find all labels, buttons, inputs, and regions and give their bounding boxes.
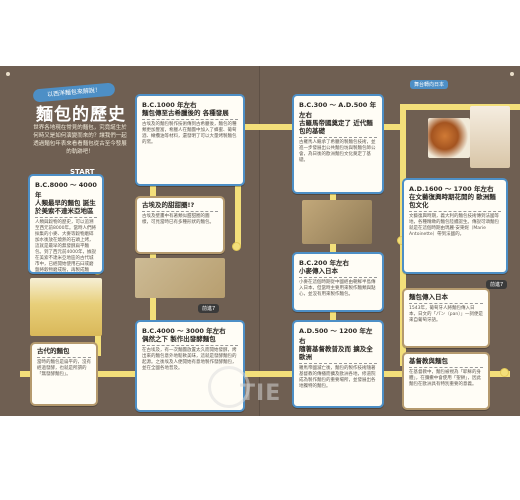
page-gutter [259, 66, 260, 416]
card-title: 小麥傳入日本 [299, 267, 377, 278]
card-body: 古羅馬人繼承了希臘的製麵包技術，並進一步發展出公共麵包坊與製麵包師公會，為日後的… [299, 140, 376, 163]
card-body: 古埃及的麵包製作技術傳到古希臘後，麵包的種類更加豐富，希臘人在麵團中加入了蜂蜜、… [142, 122, 237, 145]
card-egypt-donut: 古埃及的甜甜圈!? 古埃及壁畫中有著類似甜甜圈的圖樣，可見當時已有多種形狀的麵包… [135, 196, 225, 254]
corner-dot [510, 72, 514, 76]
page-title: 麵包的歷史 [36, 105, 126, 125]
timeline-path [330, 126, 336, 376]
card-title: 在文藝復興時期花開的 歐洲麵包文化 [409, 193, 501, 212]
card-bc1000: B.C.1000 年左右 麵包傳至古希臘後的 各種發展 古埃及的麵包製作技術傳到… [135, 94, 245, 186]
card-date: B.C.8000 ～ 4000 年 [35, 181, 97, 199]
start-label: START [70, 168, 95, 176]
wheat-illustration [30, 278, 102, 336]
card-date: B.C.1000 年左右 [142, 101, 197, 109]
watermark-logo [208, 366, 250, 408]
timeline-path [150, 124, 400, 130]
roman-oven-illustration [302, 200, 372, 244]
timeline-dot [232, 242, 241, 251]
timeline-path [260, 371, 510, 377]
card-title: 偶然之下 製作出發酵麵包 [142, 335, 238, 346]
corner-dot [6, 72, 10, 76]
timeline-path [400, 104, 520, 110]
card-bc300: B.C.300 ～ A.D.500 年左右 古羅馬帝國奠定了 近代麵包的基礎 古… [292, 94, 384, 194]
card-ad1600: A.D.1600 ～ 1700 年左右 在文藝復興時期花開的 歐洲麵包文化 文藝… [402, 178, 508, 274]
card-title: 古羅馬帝國奠定了 近代麵包的基礎 [299, 119, 377, 138]
card-title: 麵包傳至古希臘後的 各種發展 [142, 109, 238, 120]
card-date: A.D.500 ～ 1200 年左右 [299, 327, 373, 345]
card-body: 人類與穀物的歷史，可以追溯至西元前8000年。當時人們將採集的小麥、大麥等穀物磨… [35, 220, 96, 273]
card-body: 在基督教中，麵包被視為「耶穌的身體」，在彌撒中會使用「聖餅」，因此麵包在歐洲具有… [409, 370, 481, 387]
card-body: 古埃及壁畫中有著類似甜甜圈的圖樣，可見當時已有多種形狀的麵包。 [142, 214, 214, 225]
japan-stage-tag: 舞台轉向日本 [410, 80, 449, 89]
egypt-relief-illustration [135, 258, 225, 298]
card-ancient-bread: 古代的麵包 當時的麵包是扁平的，沒有經過發酵，也就是所謂的「無發酵麵包」。 [30, 342, 98, 406]
card-title: 古埃及的甜甜圈!? [142, 201, 218, 212]
marie-antoinette-illustration [470, 106, 510, 168]
card-date: B.C.4000 ～ 3000 年左右 [142, 327, 226, 335]
card-ad500: A.D.500 ～ 1200 年左右 隨著基督教普及而 擴及全歐洲 羅馬帝國滅亡… [292, 320, 384, 408]
bread-basket-illustration [428, 118, 470, 158]
card-title: 麵包傳入日本 [409, 293, 483, 304]
timeline-path [235, 126, 241, 246]
card-date: B.C.300 ～ A.D.500 年左右 [299, 101, 377, 119]
card-body: 小麥在這個時期從中國經由朝鮮半島傳入日本，但當時主要用來製作麵類與點心，並沒有用… [299, 280, 376, 297]
card-date: B.C.200 年左右 [299, 259, 349, 267]
card-christianity: 基督教與麵包 在基督教中，麵包被視為「耶穌的身體」，在彌撒中會使用「聖餅」，因此… [402, 352, 490, 410]
page-subtitle: 世界各地現在常見的麵包，究竟誕生於何時又是如何演變而來的？讓我們一起透過麵包年表… [33, 125, 127, 155]
watermark-text: TIE [240, 381, 282, 406]
card-body: 羅馬帝國滅亡後，麵包的製作技術隨著基督教的傳播而擴及歐洲各地，修道院成為製作麵包… [299, 366, 376, 389]
egypt-tag: 前進7 [198, 304, 220, 313]
card-title: 隨著基督教普及而 擴及全歐洲 [299, 345, 377, 364]
card-title: 古代的麵包 [37, 347, 91, 358]
card-bc8000: B.C.8000 ～ 4000 年 人類最早的麵包 誕生於美索不達米亞地區 人類… [28, 174, 104, 274]
card-body: 1543年，葡萄牙人將麵包傳入日本，日文的「パン（pan）」一詞便是來自葡萄牙語… [409, 306, 483, 323]
card-body: 當時的麵包是扁平的，沒有經過發酵，也就是所謂的「無發酵麵包」。 [37, 360, 91, 377]
card-title: 基督教與麵包 [409, 357, 483, 368]
card-title: 人類最早的麵包 誕生於美索不達米亞地區 [35, 199, 97, 218]
card-date: A.D.1600 ～ 1700 年左右 [409, 185, 494, 193]
book-spread: 以西洋麵包來解說！ 麵包的歷史 世界各地現在常見的麵包，究竟誕生於何時又是如何演… [0, 66, 520, 416]
card-body: 文藝復興時期，義大利的麵包技術傳到法國等地，各種精緻的麵包陸續誕生。傳說可頌麵包… [409, 214, 499, 237]
card-body: 在古埃及，有一次麵團放置太久而開始發酵，烤出來的麵包意外地鬆軟美味，這就是發酵麵… [142, 348, 237, 371]
timeline-dot [500, 368, 509, 377]
card-japan: 麵包傳入日本 1543年，葡萄牙人將麵包傳入日本，日文的「パン（pan）」一詞便… [402, 288, 490, 348]
japan-tag: 前進7 [486, 280, 508, 289]
card-bc200: B.C.200 年左右 小麥傳入日本 小麥在這個時期從中國經由朝鮮半島傳入日本，… [292, 252, 384, 312]
